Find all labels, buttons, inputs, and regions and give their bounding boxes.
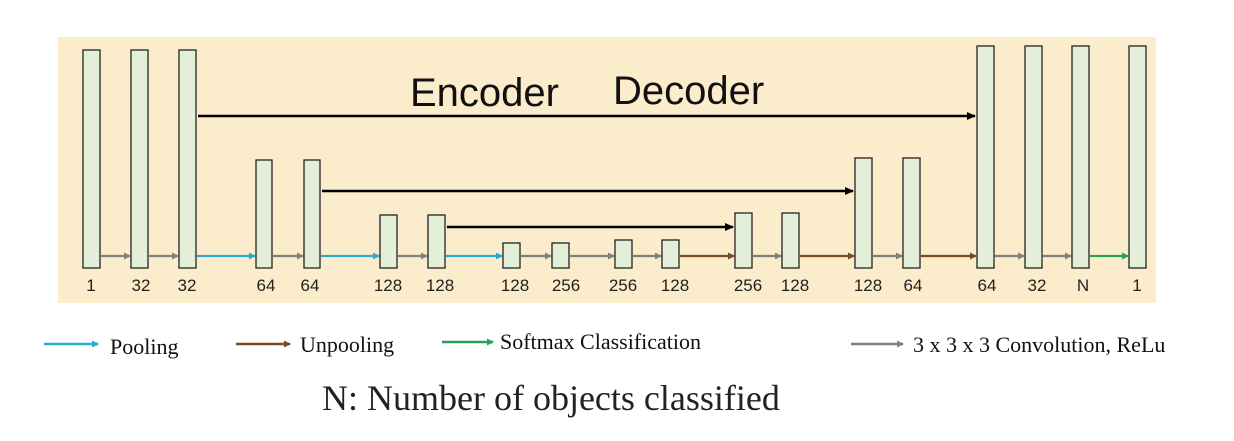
layer-block — [614, 239, 633, 269]
layer-block — [379, 214, 398, 269]
legend-softmax: Softmax Classification — [442, 329, 701, 354]
layer-block — [255, 159, 273, 269]
title-decoder: Decoder — [613, 69, 764, 113]
channel-label: 128 — [374, 276, 402, 295]
channel-label: 128 — [426, 276, 454, 295]
layer-block — [427, 214, 446, 269]
title-encoder: Encoder — [410, 71, 559, 115]
layer-block — [1024, 45, 1043, 269]
legend-pooling: Pooling — [44, 334, 178, 359]
channel-label: 256 — [552, 276, 580, 295]
layer-block — [551, 242, 570, 269]
layer-block — [854, 157, 873, 269]
channel-label: N — [1077, 276, 1089, 295]
legend-convolution: 3 x 3 x 3 Convolution, ReLu — [851, 332, 1165, 357]
channel-label: 128 — [854, 276, 882, 295]
layer-block — [130, 49, 149, 269]
channel-label: 32 — [132, 276, 151, 295]
layer-block — [178, 49, 197, 269]
channel-labels: 1 32 32 64 64 128 128 128 256 256 128 256 128 128 64 64… — [86, 276, 1141, 295]
legend-pooling-label: Pooling — [110, 334, 178, 359]
skip-connections — [198, 112, 976, 231]
channel-label: 128 — [781, 276, 809, 295]
channel-label: 128 — [501, 276, 529, 295]
channel-label: 64 — [904, 276, 923, 295]
channel-label: 64 — [301, 276, 320, 295]
channel-label: 1 — [86, 276, 95, 295]
legend-convolution-label: 3 x 3 x 3 Convolution, ReLu — [913, 332, 1165, 357]
channel-label: 128 — [661, 276, 689, 295]
layer-block — [661, 239, 680, 269]
channel-label: 32 — [1028, 276, 1047, 295]
layer-block — [734, 212, 753, 269]
footnote-n-definition: N: Number of objects classified — [322, 378, 780, 418]
layer-block — [1071, 45, 1090, 269]
layer-block — [902, 157, 921, 269]
channel-label: 64 — [257, 276, 276, 295]
layer-block — [976, 45, 995, 269]
channel-label: 64 — [978, 276, 997, 295]
legend-unpooling-label: Unpooling — [300, 332, 394, 357]
layer-block — [1128, 45, 1147, 269]
legend: Pooling Unpooling Softmax Classification… — [44, 329, 1165, 359]
legend-softmax-label: Softmax Classification — [500, 329, 701, 354]
legend-unpooling: Unpooling — [236, 332, 394, 357]
channel-label: 32 — [178, 276, 197, 295]
layer-block — [303, 159, 321, 269]
channel-label: 1 — [1132, 276, 1141, 295]
layer-block — [502, 242, 521, 269]
layer-block — [82, 49, 101, 269]
layer-blocks — [82, 45, 1147, 269]
channel-label: 256 — [609, 276, 637, 295]
channel-label: 256 — [734, 276, 762, 295]
layer-block — [781, 212, 800, 269]
